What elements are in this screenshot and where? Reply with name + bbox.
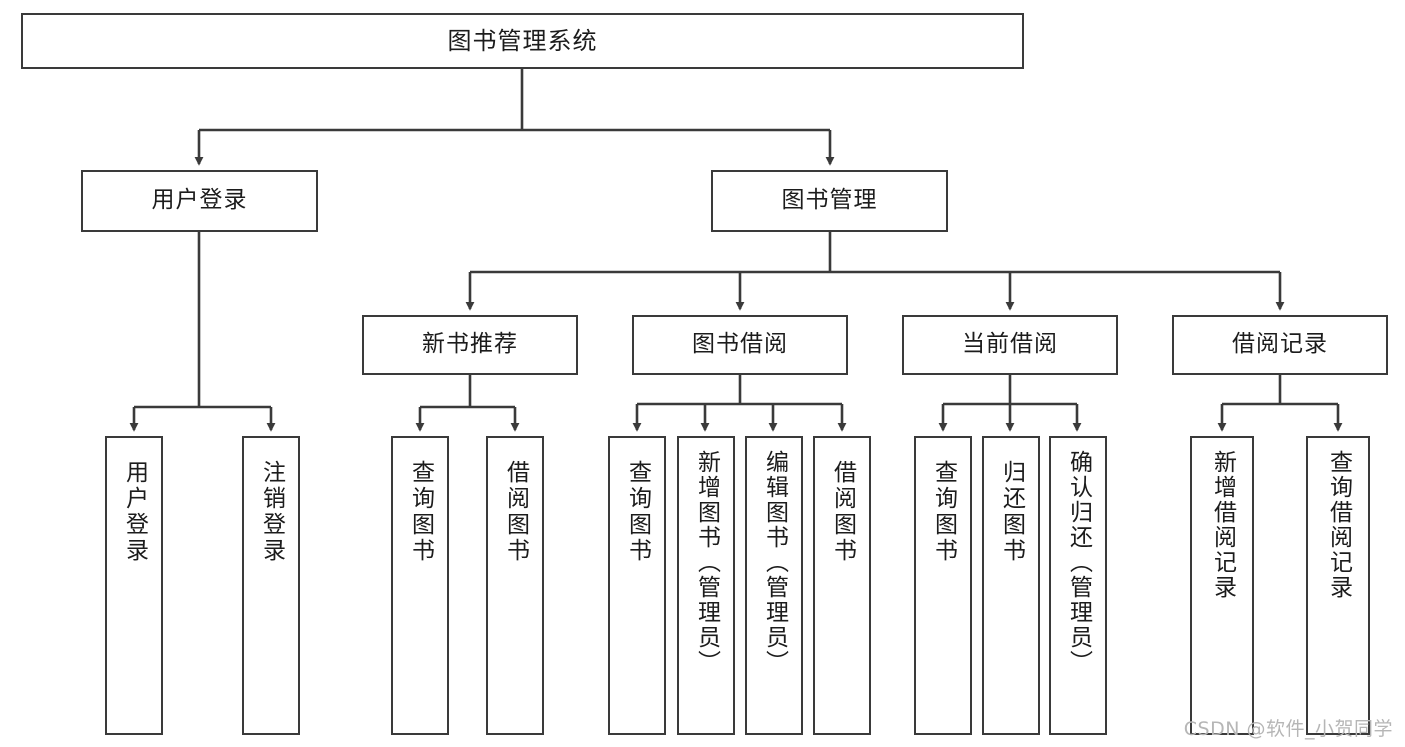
node-current-borrow-label: 当前借阅 (962, 331, 1058, 358)
node-leaf-add-book-label: 新增图书（管理员） (693, 450, 720, 675)
node-book-manage-label: 图书管理 (781, 187, 878, 214)
node-leaf-add-record[interactable]: 新增借阅记录 (1190, 436, 1254, 735)
node-leaf-return-book-label: 归还图书 (998, 460, 1025, 564)
node-leaf-confirm-return[interactable]: 确认归还（管理员） (1049, 436, 1107, 735)
node-current-borrow[interactable]: 当前借阅 (902, 315, 1118, 375)
node-root-label: 图书管理系统 (447, 26, 598, 55)
node-leaf-add-book[interactable]: 新增图书（管理员） (677, 436, 735, 735)
node-book-borrow-label: 图书借阅 (692, 331, 788, 358)
node-leaf-borrow-book-2[interactable]: 借阅图书 (813, 436, 871, 735)
node-leaf-confirm-return-label: 确认归还（管理员） (1065, 450, 1092, 675)
node-book-borrow[interactable]: 图书借阅 (632, 315, 848, 375)
node-borrow-record-label: 借阅记录 (1232, 331, 1328, 358)
node-leaf-logout-login-label: 注销登录 (258, 460, 285, 564)
node-leaf-query-record[interactable]: 查询借阅记录 (1306, 436, 1370, 735)
node-leaf-borrow-book-1[interactable]: 借阅图书 (486, 436, 544, 735)
node-leaf-user-login-label: 用户登录 (121, 460, 148, 564)
node-leaf-query-book-3[interactable]: 查询图书 (914, 436, 972, 735)
node-leaf-query-book-3-label: 查询图书 (930, 460, 957, 564)
node-leaf-edit-book[interactable]: 编辑图书（管理员） (745, 436, 803, 735)
node-user-login[interactable]: 用户登录 (81, 170, 318, 232)
node-root[interactable]: 图书管理系统 (21, 13, 1024, 69)
node-new-book-recommend[interactable]: 新书推荐 (362, 315, 578, 375)
node-leaf-borrow-book-2-label: 借阅图书 (829, 460, 856, 564)
node-leaf-query-book-1[interactable]: 查询图书 (391, 436, 449, 735)
node-leaf-logout-login[interactable]: 注销登录 (242, 436, 300, 735)
node-leaf-query-book-2-label: 查询图书 (624, 460, 651, 564)
csdn-watermark: CSDN @软件_小贺同学 (1183, 718, 1393, 740)
node-leaf-query-book-2[interactable]: 查询图书 (608, 436, 666, 735)
node-leaf-query-record-label: 查询借阅记录 (1325, 450, 1352, 600)
node-leaf-query-book-1-label: 查询图书 (407, 460, 434, 564)
node-leaf-edit-book-label: 编辑图书（管理员） (761, 450, 788, 675)
node-leaf-borrow-book-1-label: 借阅图书 (502, 460, 529, 564)
node-borrow-record[interactable]: 借阅记录 (1172, 315, 1388, 375)
node-leaf-return-book[interactable]: 归还图书 (982, 436, 1040, 735)
node-new-book-recommend-label: 新书推荐 (422, 331, 518, 358)
node-leaf-add-record-label: 新增借阅记录 (1209, 450, 1236, 600)
node-leaf-user-login[interactable]: 用户登录 (105, 436, 163, 735)
node-book-manage[interactable]: 图书管理 (711, 170, 948, 232)
node-user-login-label: 用户登录 (151, 187, 248, 214)
